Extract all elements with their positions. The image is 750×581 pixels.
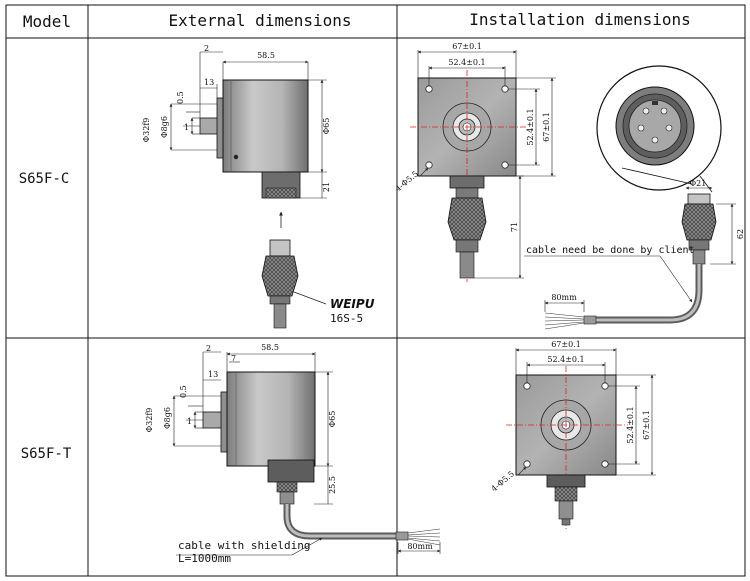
s65f-c-dim-21-connector: Φ21 — [690, 179, 707, 188]
s65f-c-dim-21: 21 — [322, 182, 331, 192]
s65f-t-dim-80mm: 80mm — [407, 542, 433, 551]
s65f-t-dim-25-5: 25.5 — [328, 476, 337, 494]
s65f-c-front-view — [410, 70, 528, 282]
connector-brand: WEIPU — [330, 297, 375, 311]
s65f-t-dim-2: 2 — [206, 344, 211, 353]
s65f-c-cable-dimension-lines — [524, 186, 736, 312]
s65f-t-dim-58-5: 58.5 — [261, 343, 279, 352]
s65f-c-dim-67-width: 67±0.1 — [452, 42, 482, 51]
s65f-c-dim-2: 2 — [204, 44, 209, 53]
header-external-dimensions: External dimensions — [168, 11, 351, 30]
s65f-t-dim-1: 1 — [187, 417, 192, 426]
table-grid — [5, 4, 746, 577]
model-label-s65f-c: S65F-C — [19, 171, 70, 187]
s65f-t-dimension-lines — [172, 351, 441, 556]
s65f-c-dim-80mm: 80mm — [551, 293, 577, 302]
s65f-c-cable-note: cable need be done by client — [526, 245, 695, 256]
s65f-t-dim-67-width: 67±0.1 — [551, 340, 581, 349]
s65f-t-dim-0-5: 0.5 — [179, 385, 188, 398]
s65f-c-dim-65: Φ65 — [322, 118, 331, 135]
model-label-s65f-t: S65F-T — [21, 446, 72, 462]
s65f-t-dim-65: Φ65 — [328, 411, 337, 428]
s65f-c-connector-plug — [261, 239, 327, 329]
s65f-t-dim-32f9: Φ32f9 — [145, 408, 154, 433]
s65f-c-dim-32f9: Φ32f9 — [142, 118, 151, 143]
s65f-t-install-dimension-lines — [515, 348, 656, 476]
s65f-t-side-view — [202, 371, 441, 546]
s65f-t-cable-note: cable with shielding — [178, 539, 310, 552]
s65f-t-cable-length: L=1000mm — [178, 552, 231, 565]
s65f-c-dim-67-height: 67±0.1 — [542, 112, 551, 142]
s65f-t-dim-holes: 4-Φ5.5 — [490, 469, 517, 493]
s65f-c-dim-62: 62 — [736, 229, 745, 239]
s65f-t-dim-8g6: Φ8g6 — [163, 407, 172, 429]
s65f-c-dim-58-5: 58.5 — [257, 51, 275, 60]
s65f-t-dim-13: 13 — [208, 370, 218, 379]
s65f-c-dimension-lines — [169, 51, 327, 199]
s65f-c-dim-8g6: Φ8g6 — [160, 116, 169, 138]
s65f-c-dim-52-4-height: 52.4±0.1 — [526, 108, 535, 145]
s65f-c-cable-assembly — [544, 193, 717, 330]
connector-model: 16S-5 — [330, 312, 363, 325]
s65f-t-dim-7: 7 — [231, 354, 236, 363]
s65f-c-dim-13: 13 — [204, 78, 214, 87]
s65f-t-dim-52-4-width: 52.4±0.1 — [547, 355, 584, 364]
s65f-t-front-view — [506, 366, 628, 530]
s65f-c-dim-52-4-width: 52.4±0.1 — [448, 58, 485, 67]
s65f-t-dim-52-4-height: 52.4±0.1 — [626, 406, 635, 443]
header-installation-dimensions: Installation dimensions — [469, 10, 691, 29]
s65f-c-connector-face-zoom — [596, 65, 722, 193]
s65f-c-dim-71: 71 — [510, 222, 519, 232]
s65f-c-dim-1: 1 — [184, 123, 189, 132]
s65f-c-dim-0-5: 0.5 — [176, 91, 185, 104]
s65f-c-side-view — [199, 79, 309, 199]
s65f-c-install-dimension-lines — [417, 50, 556, 279]
header-model: Model — [23, 12, 71, 31]
s65f-t-dim-67-height: 67±0.1 — [642, 410, 651, 440]
